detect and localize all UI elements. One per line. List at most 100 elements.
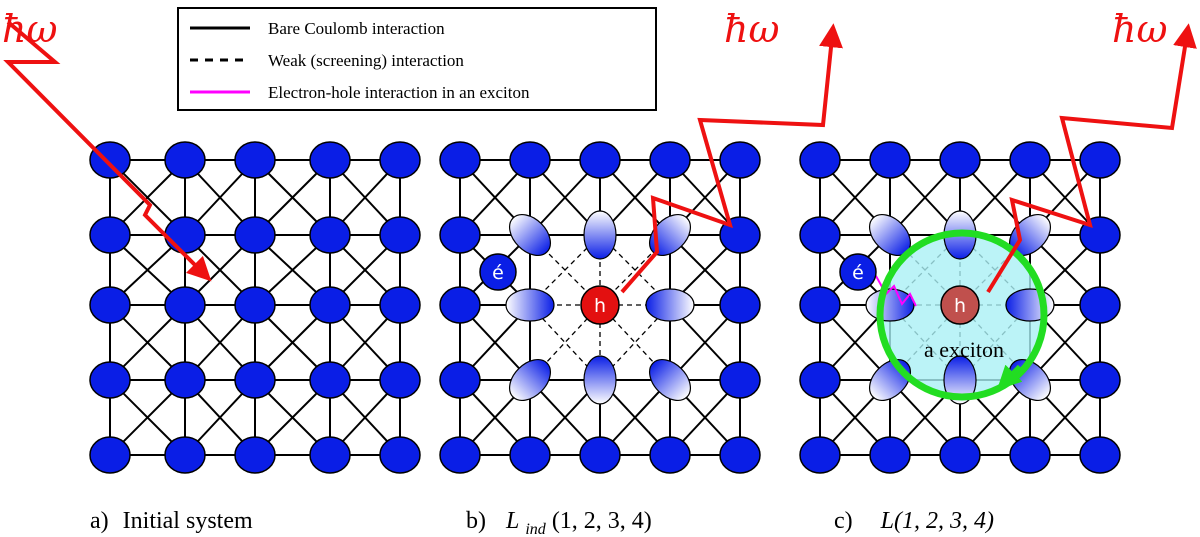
atom [89,436,131,474]
atom [939,141,981,179]
caption-b: b) L ind (1, 2, 3, 4) [466,508,652,537]
atom [309,286,351,324]
atom [1079,436,1121,474]
atom [164,286,206,324]
atom [799,216,841,254]
atom [234,361,276,399]
electron-label: é [492,262,504,284]
atom [1009,141,1051,179]
atom [719,361,761,399]
polarized-orbital [583,355,617,405]
atom [439,361,481,399]
atom [719,286,761,324]
atom [89,216,131,254]
panel-b: éh [439,141,761,474]
atom [309,141,351,179]
hole [940,285,980,325]
legend-label-weak: Weak (screening) interaction [268,51,464,70]
polarized-orbitals [865,210,1055,405]
atom [1079,141,1121,179]
caption-c: c) L(1, 2, 3, 4) [834,508,994,534]
polarized-orbital [509,359,551,401]
caption-c-prefix: c) [834,508,853,534]
atom [234,141,276,179]
atom [89,361,131,399]
polarized-orbital [645,288,695,322]
caption-b-args: (1, 2, 3, 4) [552,508,652,534]
atom [719,436,761,474]
legend-frame [177,7,657,111]
atom [89,286,131,324]
atom [799,361,841,399]
atom [579,141,621,179]
atom [869,436,911,474]
polarized-orbital [649,359,691,401]
outgoing-photon-b [620,23,843,294]
atom [579,436,621,474]
caption-c-text: L(1, 2, 3, 4) [880,508,994,534]
photon-label-b: ħω [724,7,779,51]
atom [234,216,276,254]
legend-label-bare: Bare Coulomb interaction [268,19,445,38]
lattice-atoms [439,141,761,474]
caption-a: a) Initial system [90,508,253,534]
exciton-ring [876,229,1048,401]
atom [509,141,551,179]
atom [309,361,351,399]
polarized-orbital [509,214,551,256]
legend: Bare Coulomb interaction Weak (screening… [177,7,657,111]
polarized-orbital [649,214,691,256]
polarized-orbital [583,210,617,260]
hole-label: h [954,295,966,317]
photon-label-a: ħω [2,7,57,51]
atom [719,141,761,179]
atom [164,361,206,399]
exciton-ring-arrow [996,364,1023,391]
atom [1009,436,1051,474]
polarized-orbital [865,288,915,322]
atom [869,141,911,179]
hole-label: h [594,295,606,317]
atom [379,216,421,254]
electron-label: é [852,262,864,284]
exciton-label: a exciton [924,337,1004,362]
atom [379,286,421,324]
panel-c: é h a exciton [799,141,1121,474]
atom [379,361,421,399]
atom [509,436,551,474]
atom [234,286,276,324]
atom [309,216,351,254]
caption-b-prefix: b) [466,508,486,534]
lattice-atoms [89,141,421,474]
polarized-orbital [505,288,555,322]
atom [89,141,131,179]
legend-label-eh: Electron-hole interaction in an exciton [268,83,530,102]
atom [1079,286,1121,324]
electron [839,253,877,291]
atom [164,216,206,254]
atom [439,216,481,254]
outgoing-photon-c [986,23,1197,294]
atom [234,436,276,474]
atom [309,436,351,474]
caption-a-prefix: a) [90,508,109,534]
atom [799,436,841,474]
panel-a [89,141,421,474]
atom [164,141,206,179]
caption-b-subscript: ind [525,521,546,537]
lattice-atoms [799,141,1121,474]
atom [649,141,691,179]
polarized-orbitals [505,210,695,405]
atom [439,436,481,474]
caption-a-text: Initial system [123,508,253,534]
atom [439,286,481,324]
atom [439,141,481,179]
polarized-orbital [943,355,977,405]
hole [580,285,620,325]
caption-b-symbol: L [505,508,519,534]
incoming-photon [3,20,212,282]
atom [799,286,841,324]
atom [164,436,206,474]
electron [479,253,517,291]
